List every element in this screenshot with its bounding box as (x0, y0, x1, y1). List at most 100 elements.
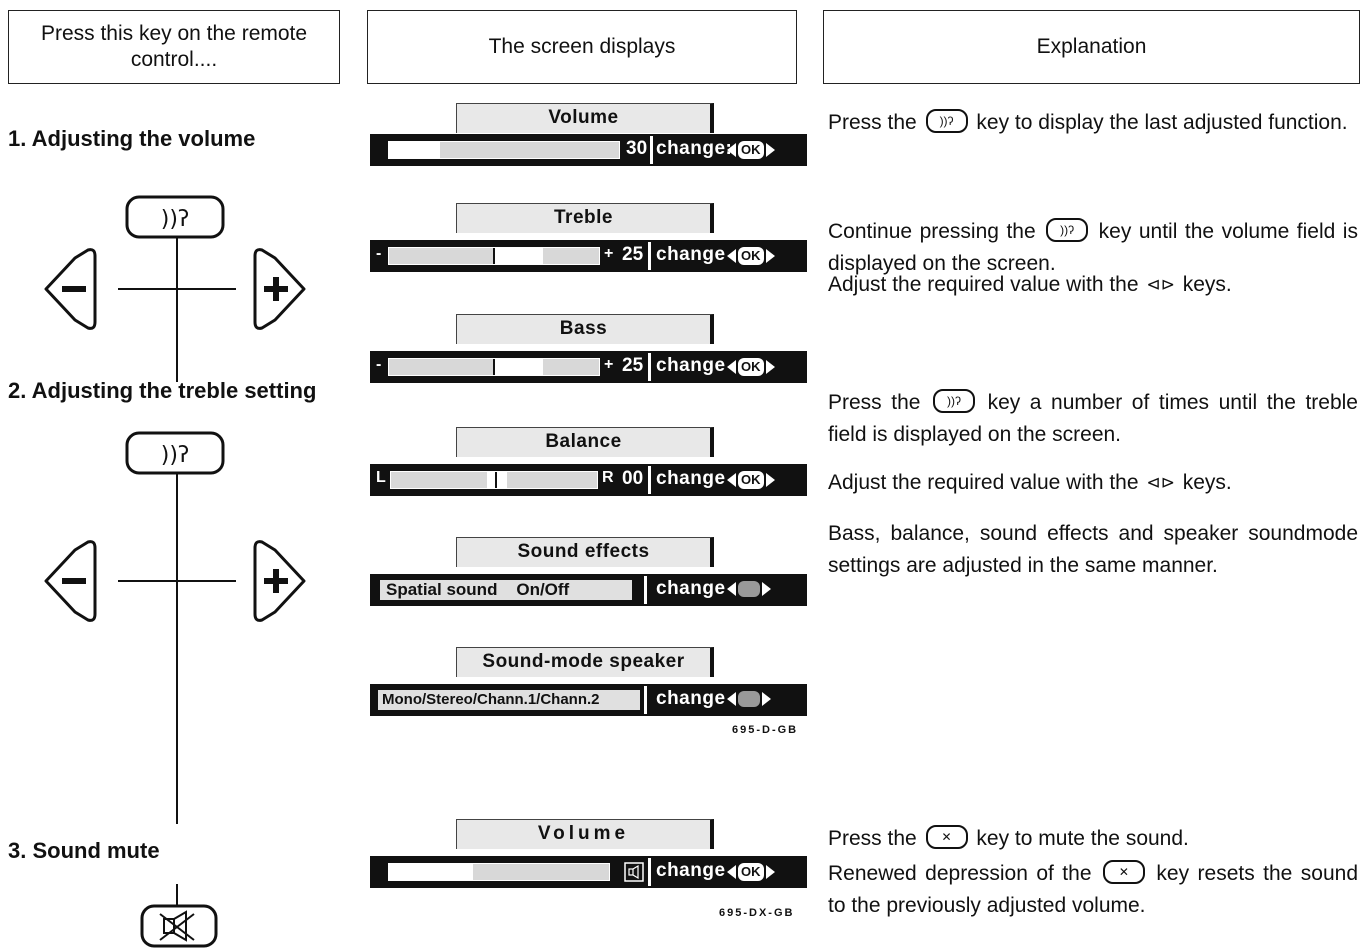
ok-label: OK (738, 141, 764, 159)
explanation-text: Press the (828, 827, 917, 850)
plus-label: + (604, 356, 614, 373)
separator (644, 686, 647, 714)
header-screen-displays: The screen displays (367, 10, 797, 84)
center-marker (495, 472, 497, 488)
balance-value: 00 (622, 468, 644, 489)
change-label: change (656, 468, 726, 489)
left-arrow-icon (727, 249, 736, 263)
mute-icon[interactable] (140, 904, 218, 948)
volume-slider[interactable] (388, 141, 620, 159)
right-arrow-icon (762, 692, 771, 706)
center-marker (493, 248, 495, 264)
mute-icon: ✕ (1102, 860, 1145, 885)
svg-text:))ʔ: ))ʔ (161, 207, 189, 232)
ok-nav-icon[interactable]: OK (727, 247, 775, 265)
plus-label: + (604, 245, 614, 262)
separator (644, 576, 647, 604)
header-remote-key-label: Press this key on the remote control.... (40, 21, 308, 71)
left-label: L (376, 469, 386, 486)
osd-sound-mode-speaker-title: Sound-mode speaker (456, 647, 714, 677)
explanation-text: Adjust the required value with the (828, 471, 1139, 494)
explanation-text: key resets the sound to the previously a… (828, 862, 1359, 917)
change-label: change (656, 355, 726, 376)
treble-value: 25 (622, 244, 644, 265)
left-arrow-icon (727, 473, 736, 487)
explanation-p3: Adjust the required value with the ⊲⊳ ke… (828, 269, 1358, 301)
explanation-text: key to display the last adjusted functio… (976, 111, 1348, 134)
ear-sound-icon[interactable]: ))ʔ (125, 195, 225, 239)
speaker-mode-option[interactable]: Mono/Stereo/Chann.1/Chann.2 (378, 690, 640, 710)
left-arrow-icon (727, 143, 736, 157)
osd-sound-mode-speaker-bar: Mono/Stereo/Chann.1/Chann.2 change (370, 684, 807, 716)
explanation-p1: Press the ))ʔ key to display the last ad… (828, 107, 1358, 139)
remote-keypad-diagram-1: ))ʔ (44, 195, 306, 382)
right-arrow-icon (762, 582, 771, 596)
osd-treble-bar: - + 25 change OK (370, 240, 807, 272)
minus-icon[interactable] (44, 540, 97, 622)
separator (648, 353, 651, 381)
separator (648, 242, 651, 270)
ear-sound-icon: ))ʔ (1046, 218, 1089, 243)
ok-nav-icon[interactable]: OK (727, 358, 775, 376)
nav-pad-icon[interactable] (727, 691, 771, 707)
speaker-icon (624, 862, 644, 882)
header-remote-key: Press this key on the remote control.... (8, 10, 340, 84)
center-button-icon (738, 581, 760, 597)
bass-slider[interactable] (388, 358, 600, 376)
ok-nav-icon[interactable]: OK (727, 471, 775, 489)
separator (648, 466, 651, 494)
step-mute-heading: 3. Sound mute (8, 838, 160, 863)
osd-treble-title: Treble (456, 203, 714, 233)
explanation-p6: Bass, balance, sound effects and speaker… (828, 522, 1358, 577)
mute-volume-slider[interactable] (388, 863, 610, 881)
explanation-p8: Renewed depression of the ✕ key resets t… (828, 858, 1358, 922)
ok-label: OK (738, 863, 764, 881)
explanation-text: keys. (1182, 273, 1232, 296)
balance-slider-fill (487, 472, 507, 488)
ok-nav-icon[interactable]: OK (727, 863, 775, 881)
osd-balance-bar: L R 00 change OK (370, 464, 807, 496)
separator (648, 858, 651, 886)
treble-slider[interactable] (388, 247, 600, 265)
explanation-text: Renewed depression of the (828, 862, 1092, 885)
remote-mute-diagram (140, 884, 218, 948)
explanation-p2: Continue pressing the ))ʔ key until the … (828, 216, 1358, 280)
ok-label: OK (738, 358, 764, 376)
step-treble-heading: 2. Adjusting the treble setting (8, 378, 317, 403)
explanation-text: key until the volume field is displayed … (828, 220, 1358, 275)
explanation-text: key to mute the sound. (976, 827, 1189, 850)
spatial-sound-option[interactable]: Spatial sound On/Off (380, 580, 632, 600)
center-button-icon (738, 691, 760, 707)
ok-label: OK (738, 247, 764, 265)
change-label: change (656, 578, 726, 599)
nav-pad-icon[interactable] (727, 581, 771, 597)
right-label: R (602, 469, 614, 486)
osd-balance-title: Balance (456, 427, 714, 457)
osd-bass-title: Bass (456, 314, 714, 344)
minus-icon[interactable] (44, 248, 97, 330)
ear-sound-icon[interactable]: ))ʔ (125, 431, 225, 475)
right-arrow-icon (765, 143, 775, 157)
osd-mute-title: Volume (456, 819, 714, 849)
center-marker (493, 359, 495, 375)
explanation-text: Press the (828, 111, 917, 134)
bass-value: 25 (622, 355, 644, 376)
explanation-text: key a number of times until the treble f… (828, 391, 1358, 446)
explanation-p4: Press the ))ʔ key a number of times unti… (828, 387, 1358, 451)
plus-icon[interactable] (253, 540, 306, 622)
volume-value: 30 (626, 138, 648, 159)
ear-sound-icon: ))ʔ (925, 109, 968, 134)
explanation-text: Press the (828, 391, 921, 414)
right-arrow-icon (765, 360, 775, 374)
minus-label: - (376, 245, 382, 262)
figure-code: 695-D-GB (732, 724, 799, 736)
left-arrow-icon (727, 692, 736, 706)
plus-icon[interactable] (253, 248, 306, 330)
osd-volume-bar: 30 change: OK (370, 134, 807, 166)
header-screen-displays-label: The screen displays (488, 34, 676, 58)
mute-volume-slider-fill (389, 864, 473, 880)
ok-nav-icon[interactable]: OK (727, 141, 775, 159)
balance-slider[interactable] (390, 471, 598, 489)
bass-slider-fill (493, 359, 543, 375)
change-label: change (656, 688, 726, 709)
